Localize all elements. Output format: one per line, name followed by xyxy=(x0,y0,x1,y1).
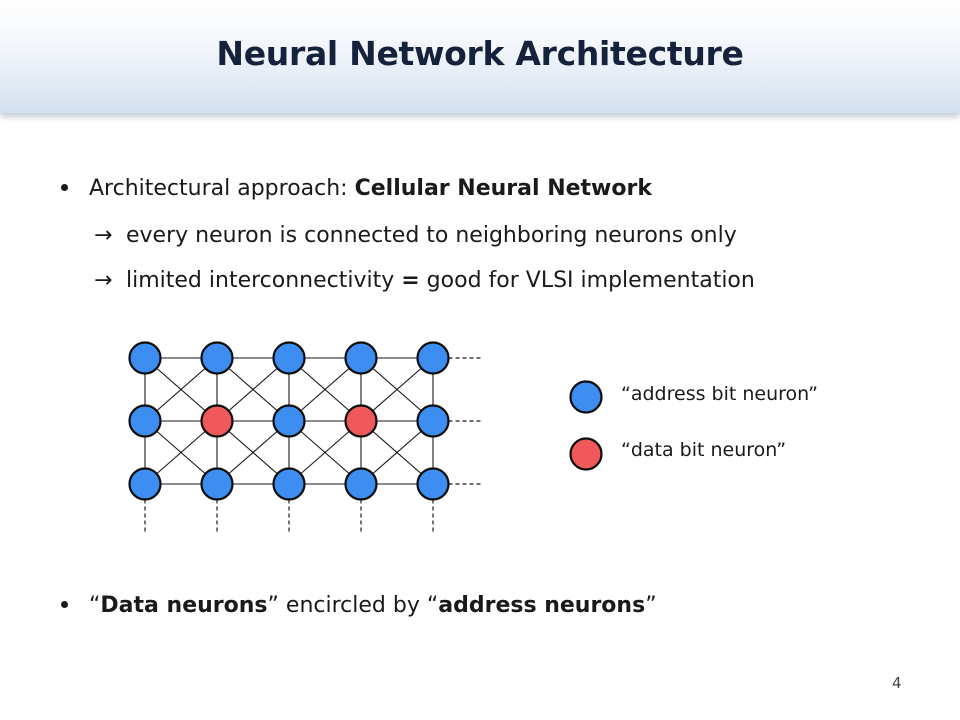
bullet-point xyxy=(61,601,68,608)
close-quote: ” xyxy=(645,593,657,618)
sub-point-connectivity: → every neuron is connected to neighborin… xyxy=(94,223,737,248)
equals-sign: = xyxy=(401,268,420,293)
bullet-bold-text: address neurons xyxy=(438,593,646,618)
address-bit-neuron xyxy=(344,341,378,375)
address-bit-neuron xyxy=(128,341,162,375)
address-bit-neuron xyxy=(416,404,450,438)
legend-label-data: “data bit neuron” xyxy=(621,439,787,461)
right-arrow-icon: → xyxy=(94,223,113,248)
data-bit-neuron xyxy=(344,404,378,438)
bullet-bold-text: Cellular Neural Network xyxy=(354,176,652,201)
sub-point-vlsi: → limited interconnectivity = good for VL… xyxy=(94,268,755,293)
address-bit-neuron xyxy=(416,341,450,375)
sub-point-text: good for VLSI implementation xyxy=(419,268,755,293)
address-bit-neuron xyxy=(272,404,306,438)
address-bit-neuron xyxy=(272,341,306,375)
open-quote: “ xyxy=(426,593,439,618)
sub-point-text: limited interconnectivity xyxy=(126,268,402,293)
slide-title: Neural Network Architecture xyxy=(216,34,744,73)
address-bit-neuron xyxy=(416,467,450,501)
bullet-bold-text: Data neurons xyxy=(100,593,268,618)
legend-label-address: “address bit neuron” xyxy=(621,383,818,405)
bullet-point xyxy=(61,184,68,191)
network-neurons xyxy=(128,341,450,501)
address-bit-neuron xyxy=(200,467,234,501)
address-bit-neuron xyxy=(200,341,234,375)
address-bit-neuron xyxy=(128,467,162,501)
address-bit-neuron xyxy=(272,467,306,501)
data-bit-neuron xyxy=(200,404,234,438)
page-number: 4 xyxy=(892,674,902,692)
bullet-text: Architectural approach: xyxy=(89,176,355,201)
legend xyxy=(569,380,603,471)
sub-point-text: every neuron is connected to neighboring… xyxy=(126,223,737,248)
network-continuation-stubs xyxy=(144,357,483,532)
open-quote: “ xyxy=(89,593,101,618)
address-bit-neuron xyxy=(344,467,378,501)
close-quote: ” xyxy=(267,593,279,618)
legend-symbol-address xyxy=(569,380,603,414)
title-bar xyxy=(0,0,960,113)
right-arrow-icon: → xyxy=(94,268,113,293)
legend-symbol-data xyxy=(569,437,603,471)
address-bit-neuron xyxy=(128,404,162,438)
bullet-architectural-approach: Architectural approach: Cellular Neural … xyxy=(89,176,652,201)
bullet-text: encircled by xyxy=(278,593,427,618)
bullet-data-neurons: “Data neurons” encircled by “address neu… xyxy=(89,593,657,618)
